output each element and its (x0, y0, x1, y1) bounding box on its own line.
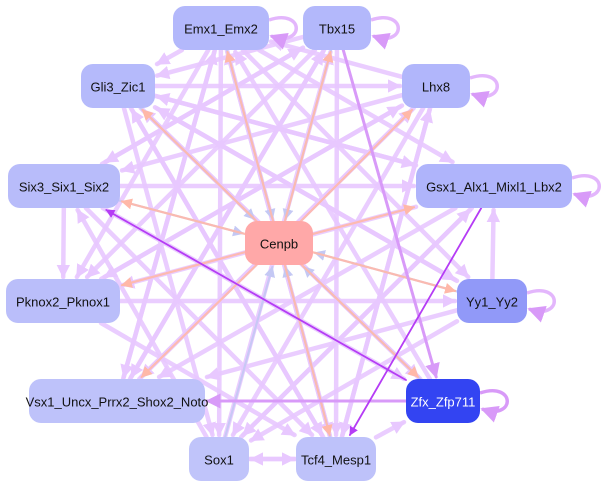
self-loop-lhx8 (469, 74, 499, 108)
self-loop-zfx-zfp711 (479, 389, 509, 423)
node-gli3-zic1[interactable]: Gli3_Zic1 (81, 64, 155, 108)
edge-tcf4-mesp1-to-zfx-zfp711 (373, 419, 407, 440)
self-loops-layer (268, 16, 601, 423)
node-box[interactable] (457, 279, 527, 323)
node-box[interactable] (8, 164, 120, 208)
self-loop-emx1-emx2 (268, 16, 298, 50)
edge-vsx1-uncx-prrx2-shox2-noto-to-tbx15 (127, 49, 326, 382)
edge-cenpb-to-pknox2-pknox1 (120, 251, 247, 288)
node-cenpb[interactable]: Cenpb (245, 221, 313, 265)
edge-sox1-to-gsx1-alx1-mixl1-lbx2 (238, 207, 473, 440)
edge-pknox2-pknox1-to-lhx8 (98, 104, 403, 282)
edge-six3-six1-six2-to-pknox2-pknox1 (56, 205, 71, 280)
node-sox1[interactable]: Sox1 (189, 437, 249, 481)
node-vsx1-uncx-prrx2-shox2-noto[interactable]: Vsx1_Uncx_Prrx2_Shox2_Noto (26, 379, 209, 423)
edge-yy1-yy2-to-sox1 (248, 319, 460, 443)
node-tcf4-mesp1[interactable]: Tcf4_Mesp1 (296, 437, 376, 481)
edge-sox1-to-cenpb (224, 265, 275, 439)
node-box[interactable] (402, 64, 470, 108)
node-zfx-zfp711[interactable]: Zfx_Zfp711 (406, 379, 480, 423)
edge-cenpb-to-lhx8 (299, 108, 414, 223)
node-box[interactable] (81, 64, 155, 108)
edge-vsx1-uncx-prrx2-shox2-noto-to-emx1-emx2 (120, 49, 218, 382)
edge-tbx15-to-tcf4-mesp1 (329, 47, 343, 438)
edge-cenpb-to-yy1-yy2 (311, 251, 457, 294)
node-gsx1-alx1-mixl1-lbx2[interactable]: Gsx1_Alx1_Mixl1_Lbx2 (416, 164, 572, 208)
node-box[interactable] (406, 379, 480, 423)
edge-cenpb-to-gli3-zic1 (141, 108, 258, 223)
edge-tbx15-to-zfx-zfp711 (341, 48, 440, 379)
node-box[interactable] (303, 6, 371, 50)
edge-tcf4-mesp1-to-lhx8 (339, 107, 433, 440)
edge-lhx8-to-sox1 (230, 105, 426, 438)
node-emx1-emx2[interactable]: Emx1_Emx2 (173, 6, 269, 50)
node-pknox2-pknox1[interactable]: Pknox2_Pknox1 (6, 279, 120, 323)
edge-cenpb-to-gsx1-alx1-mixl1-lbx2 (311, 204, 416, 236)
edge-gsx1-alx1-mixl1-lbx2-to-tcf4-mesp1 (348, 207, 483, 436)
self-loop-tbx15 (370, 16, 400, 50)
edge-cenpb-to-emx1-emx2 (224, 50, 275, 223)
edge-cenpb-to-zfx-zfp711 (300, 263, 420, 379)
node-six3-six1-six2[interactable]: Six3_Six1_Six2 (8, 164, 120, 208)
node-tbx15[interactable]: Tbx15 (303, 6, 371, 50)
edge-cenpb-to-tcf4-mesp1 (283, 263, 333, 437)
node-box[interactable] (416, 164, 572, 208)
edge-emx1-emx2-to-sox1 (212, 47, 226, 438)
edge-yy1-yy2-to-gsx1-alx1-mixl1-lbx2 (486, 207, 501, 282)
edge-emx1-emx2-to-gli3-zic1 (154, 47, 185, 67)
node-yy1-yy2[interactable]: Yy1_Yy2 (457, 279, 527, 323)
node-box[interactable] (245, 221, 313, 265)
node-box[interactable] (296, 437, 376, 481)
edge-lhx8-to-six3-six1-six2 (119, 92, 405, 174)
self-loop-yy1-yy2 (526, 289, 556, 323)
edge-zfx-zfp711-to-six3-six1-six2 (105, 209, 407, 381)
edge-yy1-yy2-to-gli3-zic1 (154, 106, 460, 284)
node-box[interactable] (29, 379, 205, 423)
node-lhx8[interactable]: Lhx8 (402, 64, 470, 108)
node-box[interactable] (6, 279, 120, 323)
node-box[interactable] (189, 437, 249, 481)
edge-cenpb-to-tbx15 (283, 50, 334, 223)
edge-tcf4-mesp1-to-gli3-zic1 (129, 107, 326, 440)
edge-lhx8-to-emx1-emx2 (268, 38, 405, 80)
edge-gsx1-alx1-mixl1-lbx2-to-vsx1-uncx-prrx2-shox2-noto (156, 205, 458, 380)
self-loop-gsx1-alx1-mixl1-lbx2 (571, 174, 601, 208)
edge-cenpb-to-six3-six1-six2 (120, 198, 247, 236)
edge-zfx-zfp711-to-emx1-emx2 (233, 49, 433, 382)
node-box[interactable] (173, 6, 269, 50)
